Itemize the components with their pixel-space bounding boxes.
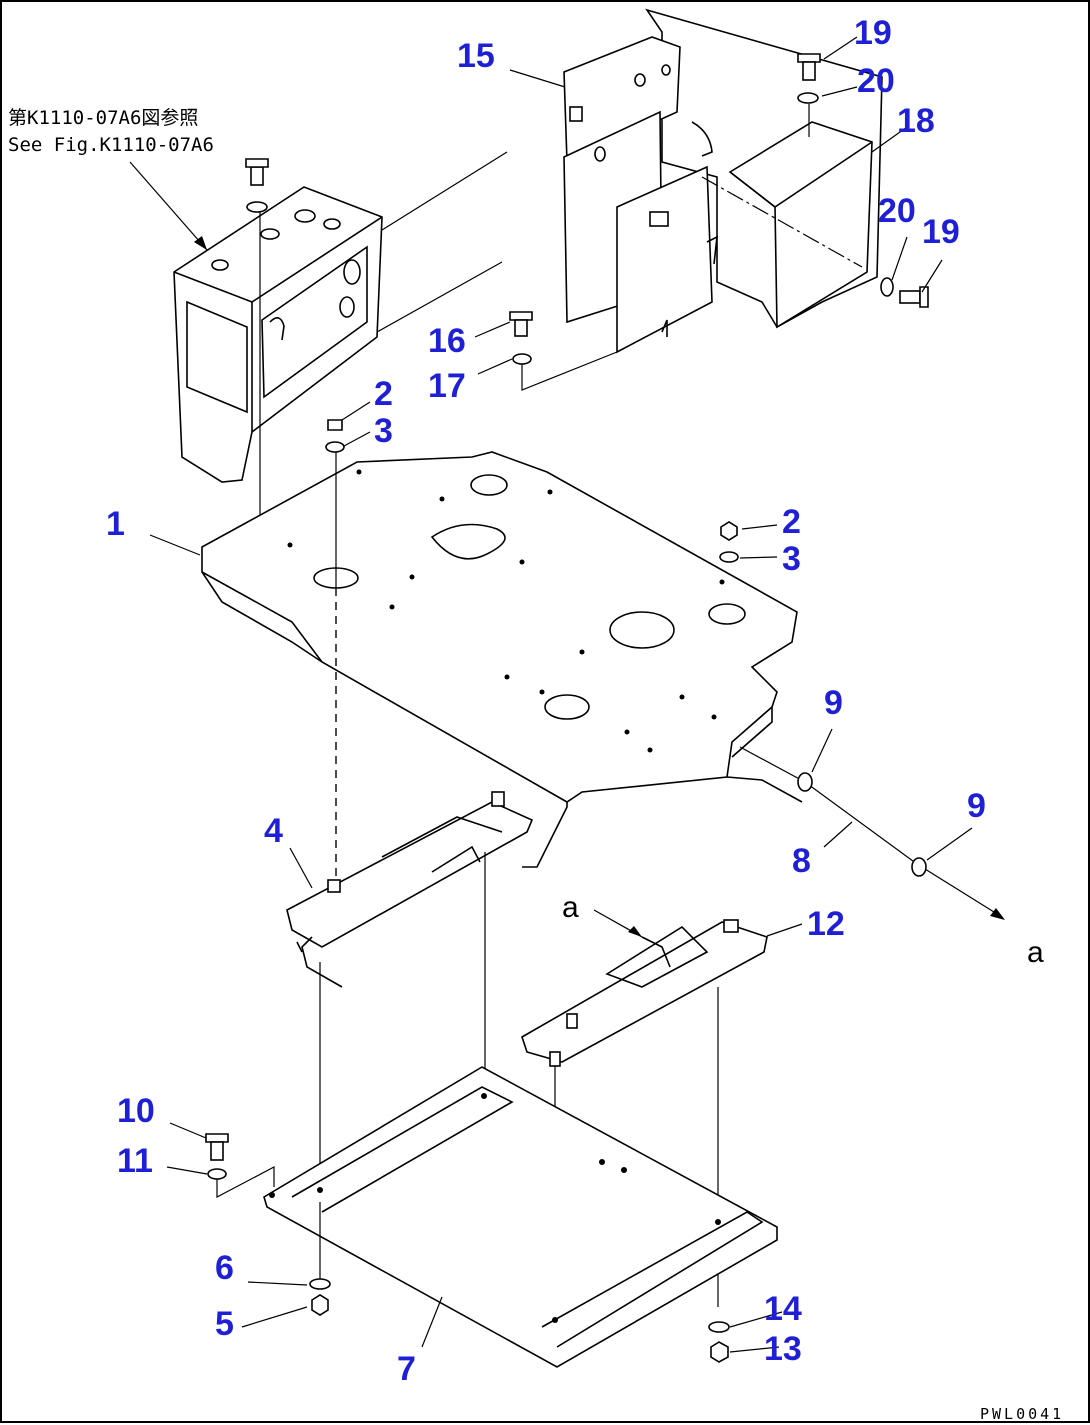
callout-16: 16 xyxy=(428,322,466,360)
bolt-19-top xyxy=(802,61,816,81)
base-hardware xyxy=(205,1133,730,1363)
base-plate-7 xyxy=(263,1066,778,1368)
callout-3-upper: 3 xyxy=(374,412,393,450)
side-cover-assembly xyxy=(509,8,929,391)
seat-rail-left xyxy=(286,791,534,1192)
access-plate xyxy=(616,165,713,354)
nut-5 xyxy=(311,1294,329,1316)
bolt-16-head xyxy=(509,311,533,321)
reference-note: 第K1110-07A6図参照 See Fig.K1110-07A6 xyxy=(8,107,214,251)
callout-20-side: 20 xyxy=(878,192,916,230)
washer-pair-9 xyxy=(739,746,1005,920)
washer-3-right xyxy=(719,551,739,563)
callout-17: 17 xyxy=(428,367,466,405)
nut-13 xyxy=(710,1341,729,1363)
washer-3-left xyxy=(325,441,345,453)
callout-1: 1 xyxy=(106,505,125,543)
callout-2-upper: 2 xyxy=(374,375,393,413)
rail-12 xyxy=(521,921,768,1063)
view-marker-upper: a xyxy=(562,891,579,924)
callout-8: 8 xyxy=(792,842,811,880)
bolt-10-head xyxy=(205,1133,229,1143)
callout-20-top: 20 xyxy=(857,62,895,100)
callout-18: 18 xyxy=(897,102,935,140)
callout-12: 12 xyxy=(807,905,845,943)
callout-2-right: 2 xyxy=(782,503,801,541)
washer-14 xyxy=(708,1321,730,1333)
drawing-code: PWL0041 xyxy=(980,1405,1064,1423)
callout-15: 15 xyxy=(457,37,495,75)
callout-13: 13 xyxy=(764,1330,802,1368)
stand-washer xyxy=(246,201,268,213)
nut-2-left xyxy=(327,419,343,431)
bolt-10 xyxy=(210,1141,224,1161)
washer-9-upper xyxy=(797,772,813,792)
callout-5: 5 xyxy=(215,1305,234,1343)
washer-11 xyxy=(207,1168,227,1180)
callout-4: 4 xyxy=(264,812,283,850)
callout-9-upper: 9 xyxy=(824,684,843,722)
callout-6: 6 xyxy=(215,1249,234,1287)
washer-17 xyxy=(512,353,532,365)
control-stand-part xyxy=(173,151,508,532)
callout-3-right: 3 xyxy=(782,540,801,578)
washer-20-top xyxy=(797,92,819,104)
bolt-19-top-head xyxy=(797,53,821,63)
callout-11: 11 xyxy=(117,1142,153,1180)
reference-note-jp: 第K1110-07A6図参照 xyxy=(8,107,198,129)
rail-4 xyxy=(286,801,534,948)
callout-19-top: 19 xyxy=(854,14,892,52)
nut-2-right xyxy=(720,521,738,541)
reference-note-en: See Fig.K1110-07A6 xyxy=(8,134,214,156)
reference-arrowhead xyxy=(194,236,207,250)
callout-numbers: 1 2 3 2 3 4 5 6 7 8 9 9 10 11 12 13 14 1… xyxy=(106,14,986,1388)
view-marker-lower: a xyxy=(1027,936,1044,969)
cover-15-top xyxy=(563,36,681,164)
callout-14: 14 xyxy=(764,1290,802,1328)
reference-leader xyxy=(129,161,208,251)
washer-20-side xyxy=(880,277,894,297)
bolt-19-side xyxy=(899,290,921,304)
callout-10: 10 xyxy=(117,1092,155,1130)
stand-bolt xyxy=(250,166,264,186)
washer-9-lower xyxy=(911,857,927,877)
callout-19-side: 19 xyxy=(922,213,960,251)
callout-9-lower: 9 xyxy=(967,787,986,825)
nut-washer-hardware xyxy=(325,419,739,563)
callout-leaders xyxy=(149,36,973,1353)
washer-6 xyxy=(309,1278,331,1290)
bolt-16 xyxy=(514,319,528,337)
seat-base-plate xyxy=(263,1066,778,1368)
floor-plate xyxy=(201,451,798,803)
floor-plate-part xyxy=(201,450,803,902)
callout-7: 7 xyxy=(397,1350,416,1388)
